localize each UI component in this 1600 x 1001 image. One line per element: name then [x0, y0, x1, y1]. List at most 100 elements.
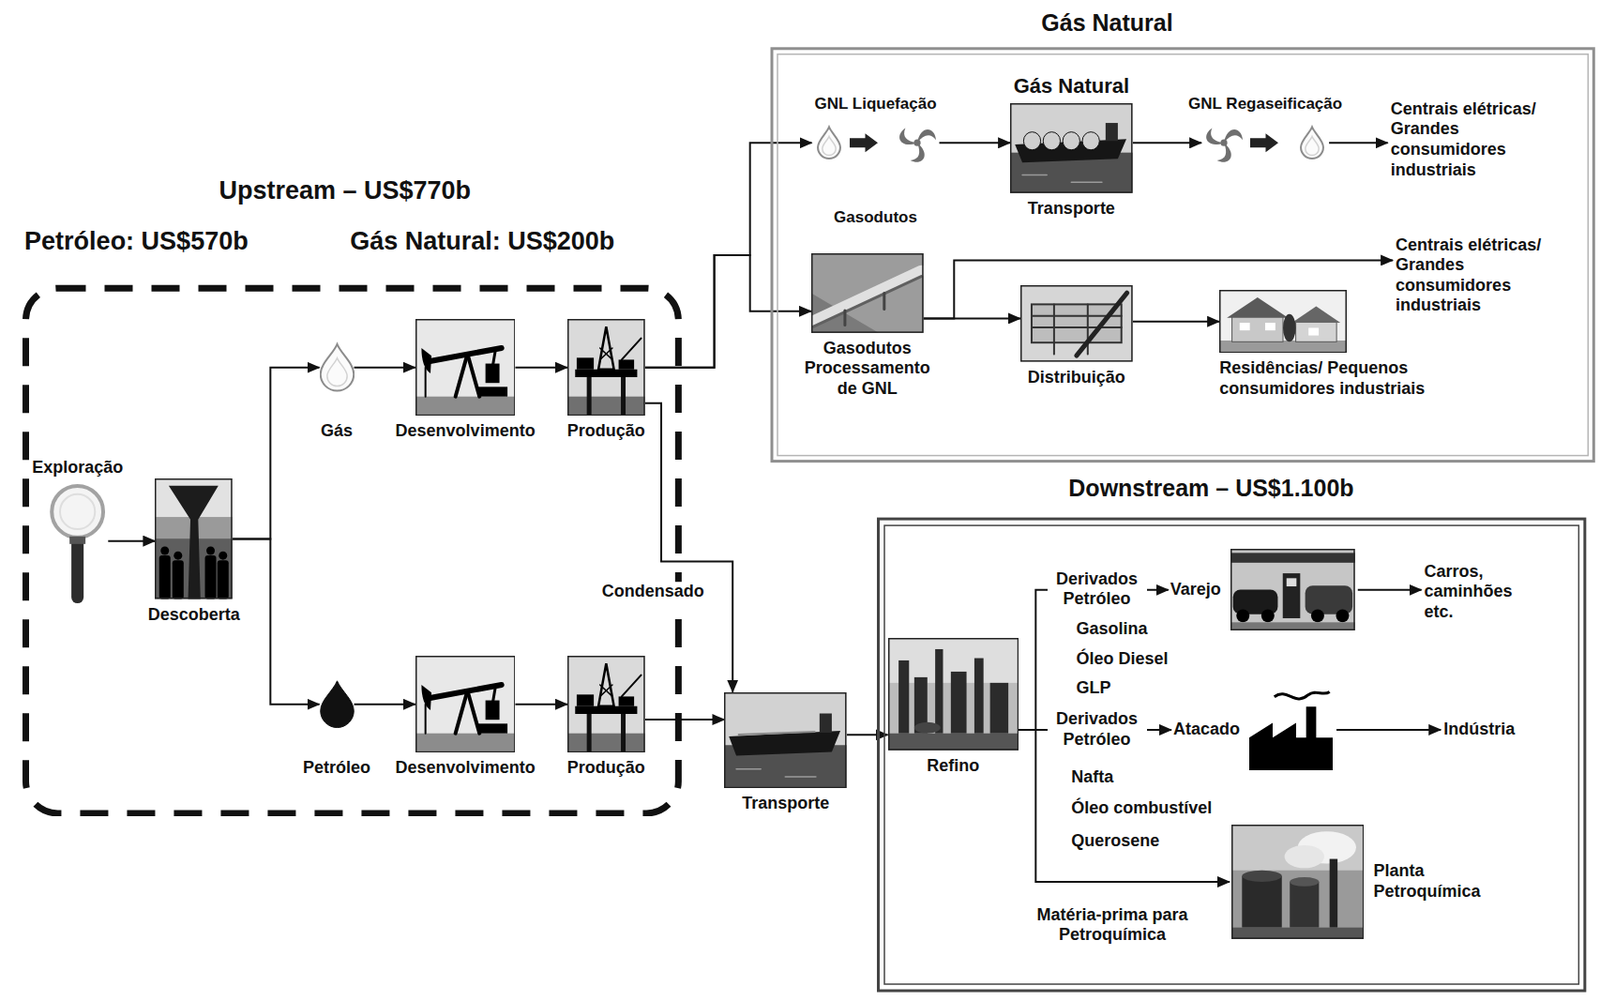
caption: GNL Liquefação: [814, 94, 936, 114]
icon-part: [817, 127, 841, 160]
refinery-photo-art: [888, 637, 1019, 751]
wholesale-box: Atacado: [1171, 686, 1337, 772]
icon-part: [454, 353, 468, 396]
petrochemical-box: Planta Petroquímica: [1229, 822, 1499, 941]
panel-heading: Downstream – US$1.100b: [1068, 473, 1354, 502]
icon-part: [427, 684, 502, 698]
icon-part: [205, 555, 217, 599]
icon-part: [1105, 122, 1118, 141]
flow-arrow: [645, 403, 734, 693]
icon-part: [989, 682, 1008, 734]
flow-arrow: [1132, 141, 1202, 144]
icon-part: [724, 692, 847, 788]
vehicles-label: Carros, caminhões etc.: [1421, 559, 1534, 625]
flow-arrow: [232, 538, 319, 704]
panel-outline: [777, 54, 1588, 456]
icon-part: [1010, 103, 1133, 194]
icon-part: [917, 129, 936, 143]
icon-part: [174, 551, 183, 560]
icon-part: [69, 535, 86, 544]
node-label: Atacado: [1173, 719, 1240, 740]
panel-outline: [884, 525, 1579, 984]
icon-part: [1286, 578, 1298, 588]
icon-part: [477, 386, 508, 396]
icon-part: [1241, 875, 1282, 928]
icon-part: [415, 655, 516, 753]
icon-part: [1250, 133, 1279, 152]
gas-drop-art: [319, 318, 355, 416]
icon-part: [813, 270, 921, 320]
icon-part: [1308, 327, 1319, 335]
caption: Distribuição: [1027, 367, 1126, 389]
icon-part: [618, 359, 634, 369]
icon-part: [492, 686, 496, 705]
icon-part: [1220, 290, 1347, 353]
pipeline-photo-art: [811, 253, 924, 333]
node-label: Planta Petroquímica: [1373, 860, 1495, 902]
icon-part: [415, 733, 516, 754]
icon-part: [155, 479, 232, 599]
icon-part: [1231, 549, 1355, 631]
icon-part: [454, 690, 468, 733]
caption-group: GNL Liquefação: [814, 94, 936, 114]
caption: Processamento de GNL: [797, 358, 938, 399]
icon-part: [812, 254, 923, 333]
edge-label: Derivados Petróleo: [1047, 709, 1148, 750]
caption: Gás: [320, 421, 353, 442]
distribution-photo: Distribuição: [1020, 285, 1133, 363]
product-label: Gasodutos: [830, 208, 921, 227]
lng-ship-photo: Gás NaturalTransporte: [1010, 103, 1133, 194]
downstream-panel: Downstream – US$1.100bRefinoVarejoCarros…: [875, 459, 1587, 994]
icon-part: [206, 546, 215, 556]
product-label: Gasolina: [1073, 619, 1151, 641]
dashed-outline: [25, 287, 679, 814]
icon-part: [600, 347, 613, 360]
icon-part: [1289, 876, 1319, 887]
icon-part: [724, 692, 846, 787]
icon-part: [423, 367, 426, 397]
flow-arrow: [923, 316, 1021, 319]
icon-part: [1300, 127, 1324, 160]
caption-group: Produção: [567, 757, 646, 779]
caption-group: Transporte: [1027, 198, 1116, 220]
icon-part: [600, 684, 613, 696]
development-photo: Desenvolvimento: [415, 318, 516, 416]
icon-part: [1232, 316, 1284, 342]
production-photo-art: [567, 655, 646, 753]
icon-part: [1022, 174, 1047, 177]
icon-part: [161, 546, 170, 556]
caption: Desenvolvimento: [395, 421, 536, 442]
icon-part: [729, 730, 842, 756]
icon-part: [421, 347, 432, 374]
gas-drop: Gás: [319, 318, 355, 416]
icon-part: [1231, 824, 1364, 939]
icon-part: [421, 684, 432, 710]
icon-part: [319, 344, 354, 392]
icon-part: [598, 663, 615, 706]
icon-part: [1221, 139, 1228, 147]
regasification-icon-art: [1201, 117, 1329, 168]
icon-part: [1236, 609, 1250, 623]
icon-part: [1219, 289, 1347, 353]
icon-part: [973, 658, 983, 734]
panel-heading: Gás Natural: [1041, 8, 1173, 37]
icon-part: [172, 559, 184, 599]
edge-label: Matéria-prima para Petroquímica: [1026, 905, 1199, 946]
tanker-photo: Transporte: [724, 692, 847, 788]
icon-part: [811, 253, 924, 333]
node-label: Centrais elétricas/ Grandes consumidores…: [1395, 235, 1563, 317]
product-label: Nafta: [1068, 767, 1117, 788]
panel-outline: [877, 518, 1585, 991]
icon-part: [935, 649, 943, 734]
flow-arrow: [645, 255, 812, 368]
flow-arrow: [354, 366, 416, 369]
icon-part: [895, 126, 917, 150]
lng-ship-photo-art: [1010, 103, 1133, 194]
icon-part: [1071, 181, 1102, 183]
product-label: GLP: [1073, 679, 1115, 700]
icon-part: [620, 375, 626, 416]
icon-part: [785, 775, 817, 778]
panel-heading: Gás Natural: US$200b: [349, 226, 615, 257]
liquefaction-icon-art: [812, 117, 940, 168]
caption: Produção: [567, 421, 646, 442]
